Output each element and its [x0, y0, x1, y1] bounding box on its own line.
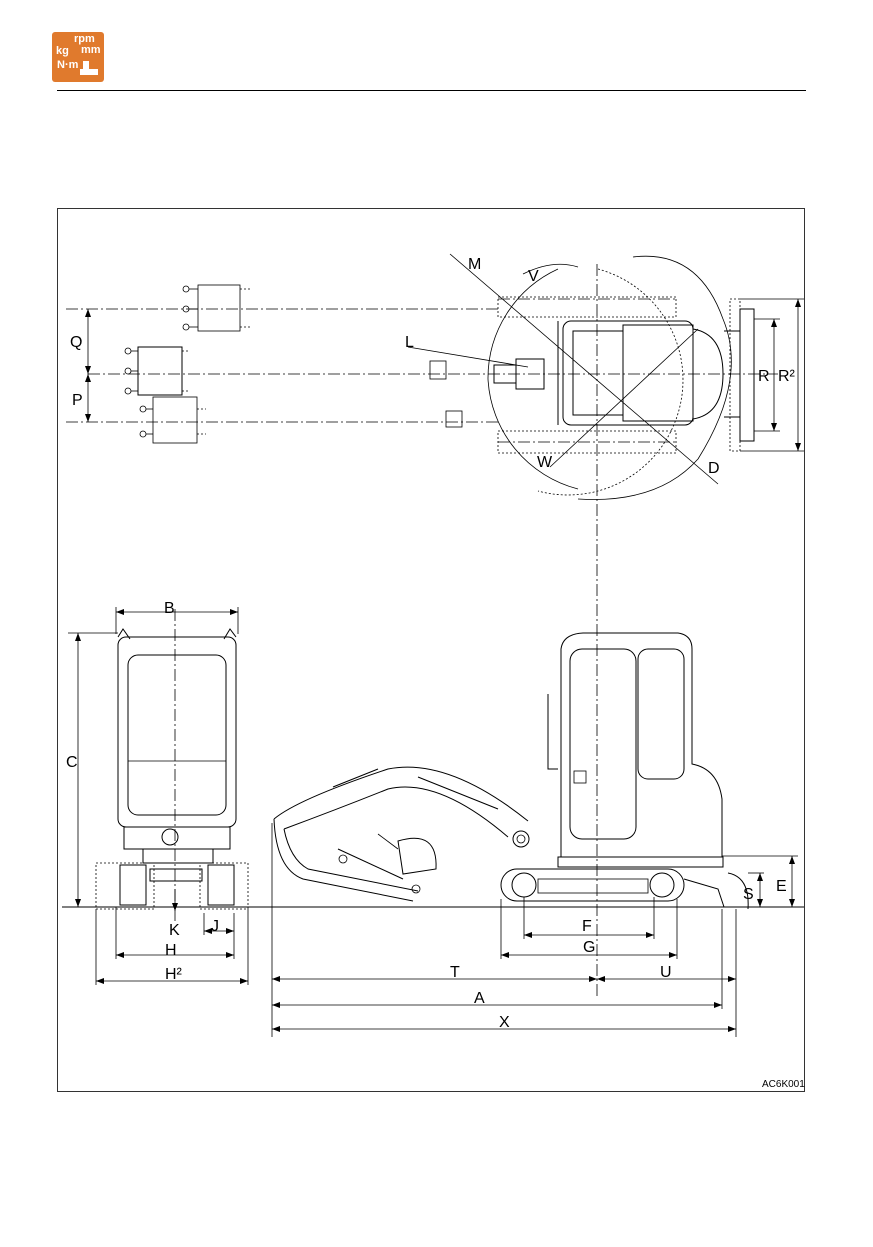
figure-id: AC6K001: [762, 1079, 805, 1090]
dimensions-figure: M V Q L P R R² W D B C E S K J H H² F G …: [57, 208, 805, 1092]
label-h2: H²: [165, 966, 183, 983]
label-p: P: [72, 392, 83, 409]
label-k: K: [169, 922, 180, 939]
label-u: U: [660, 964, 672, 981]
front-view: [68, 607, 248, 921]
rpm-kg-mm-nm-icon: rpm kg mm N·m: [52, 32, 104, 82]
label-a: A: [474, 990, 485, 1007]
side-view: [274, 633, 798, 959]
top-view: [66, 254, 804, 999]
label-m: M: [468, 256, 481, 273]
bucket-center: [125, 347, 190, 395]
weight-icon: [79, 58, 99, 76]
bucket-upper: [183, 285, 250, 331]
label-r2: R²: [778, 368, 796, 385]
label-f: F: [582, 918, 592, 935]
top-view-cab: [558, 321, 723, 425]
label-w: W: [537, 454, 553, 471]
excavator-dimension-drawing: M V Q L P R R² W D B C E S K J H H² F G …: [58, 209, 806, 1093]
label-t: T: [450, 964, 460, 981]
label-c: C: [66, 754, 78, 771]
label-r: R: [758, 368, 770, 385]
bucket-lower: [140, 397, 206, 443]
label-l: L: [405, 334, 414, 351]
label-g: G: [583, 939, 595, 956]
logo-text-mm: mm: [81, 45, 101, 56]
header-divider: [57, 90, 806, 91]
logo-text-kg: kg: [56, 46, 69, 57]
label-h: H: [165, 942, 177, 959]
label-q: Q: [70, 334, 82, 351]
label-e: E: [776, 878, 787, 895]
dozer-blade-top: [724, 299, 754, 451]
label-s: S: [743, 886, 754, 903]
logo-text-nm: N·m: [57, 60, 78, 71]
label-d: D: [708, 460, 720, 477]
side-view-cab: [548, 633, 722, 857]
label-x: X: [499, 1014, 510, 1031]
label-v: V: [528, 268, 539, 285]
label-b: B: [164, 600, 175, 617]
label-j: J: [211, 918, 219, 935]
